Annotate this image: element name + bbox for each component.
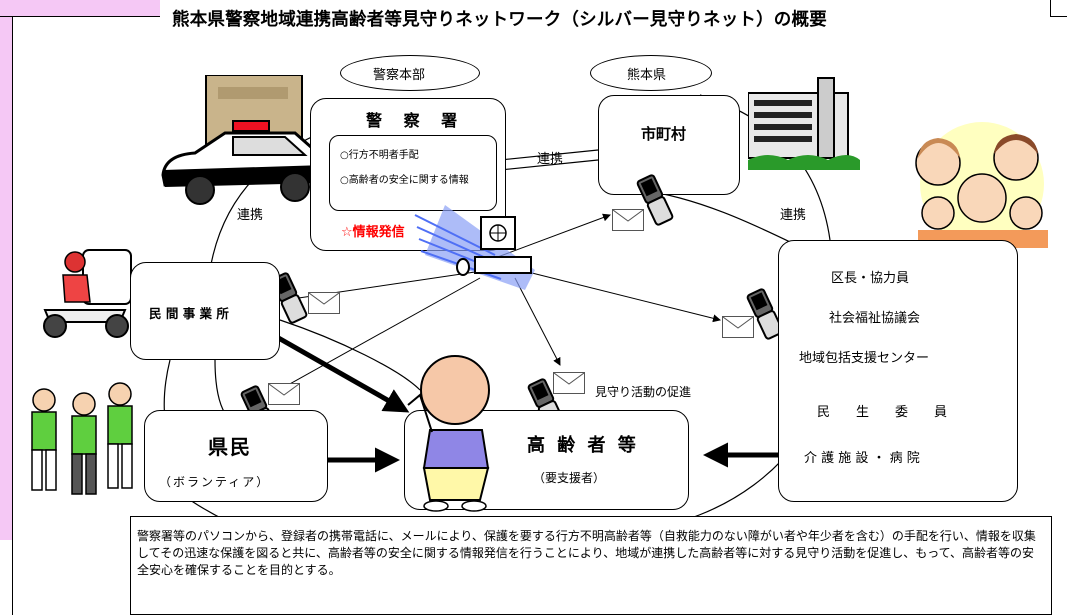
page-title: 熊本県警察地域連携高齢者等見守りネットワーク（シルバー見守りネット）の概要 (172, 10, 827, 30)
right-edge (1050, 0, 1067, 17)
police-item-missing: ○行方不明者手配 (340, 150, 419, 161)
mobile-phone-icon (744, 288, 786, 340)
watch-promotion-label: 見守り活動の促進 (595, 385, 692, 399)
left-side-band (0, 0, 13, 540)
residents-box: 県民 （ボランティア） (144, 410, 328, 502)
mail-icon (612, 209, 644, 231)
description-text: 警察署等のパソコンから、登録者の携帯電話に、メールにより、保護を要する行方不明高… (137, 529, 1036, 577)
left-bottom-band (0, 540, 13, 615)
community-box: 区長・協力員 社会福祉協議会 地域包括支援センター 民 生 委 員 介 護 施 … (778, 240, 1018, 502)
link-label-municipality-community: 連携 (780, 208, 807, 223)
broadcast-label: ☆情報発信 (341, 225, 405, 240)
prefecture-oval: 熊本県 (590, 55, 712, 91)
community-item-support-center: 地域包括支援センター (799, 351, 930, 366)
community-item-welfare-commissioner: 民 生 委 員 (817, 405, 948, 420)
municipality-title: 市町村 (641, 125, 687, 143)
link-label-police-business: 連携 (237, 208, 264, 223)
community-item-ward-head: 区長・協力員 (831, 271, 910, 286)
elderly-subtitle: （要支援者） (533, 471, 606, 485)
residents-subtitle: （ボランティア） (159, 475, 271, 489)
municipality-box: 市町村 (598, 95, 740, 195)
mail-icon (268, 383, 300, 405)
computer-icon (455, 215, 535, 283)
police-car-icon (155, 115, 330, 210)
description-box: 警察署等のパソコンから、登録者の携帯電話に、メールにより、保護を要する行方不明高… (130, 516, 1052, 615)
top-left-band (0, 0, 160, 17)
city-hall-icon (747, 68, 860, 170)
mail-icon (553, 372, 585, 394)
link-label-police-municipality: 連携 (537, 152, 564, 167)
private-business-title: 民 間 事 業 所 (149, 306, 229, 321)
elderly-person-icon (400, 350, 510, 512)
mail-icon (308, 292, 340, 314)
police-station-title: 警 察 署 (366, 111, 466, 130)
mail-icon (722, 316, 754, 338)
volunteer-group-icon (20, 378, 140, 508)
family-icon (898, 118, 1066, 248)
community-item-care-hospital: 介 護 施 設 ・ 病 院 (804, 451, 920, 466)
police-item-safety: ○高齢者の安全に関する情報 (340, 175, 469, 186)
residents-title: 県民 (208, 435, 252, 459)
police-hq-oval: 警察本部 (340, 55, 480, 91)
police-station-inner-box: ○行方不明者手配 ○高齢者の安全に関する情報 (329, 135, 497, 211)
community-item-welfare-council: 社会福祉協議会 (829, 311, 921, 326)
private-business-box: 民 間 事 業 所 (130, 262, 280, 360)
mobile-phone-icon (634, 174, 676, 226)
elderly-title: 高 齢 者 等 (527, 435, 639, 456)
delivery-scooter-icon (35, 240, 135, 340)
